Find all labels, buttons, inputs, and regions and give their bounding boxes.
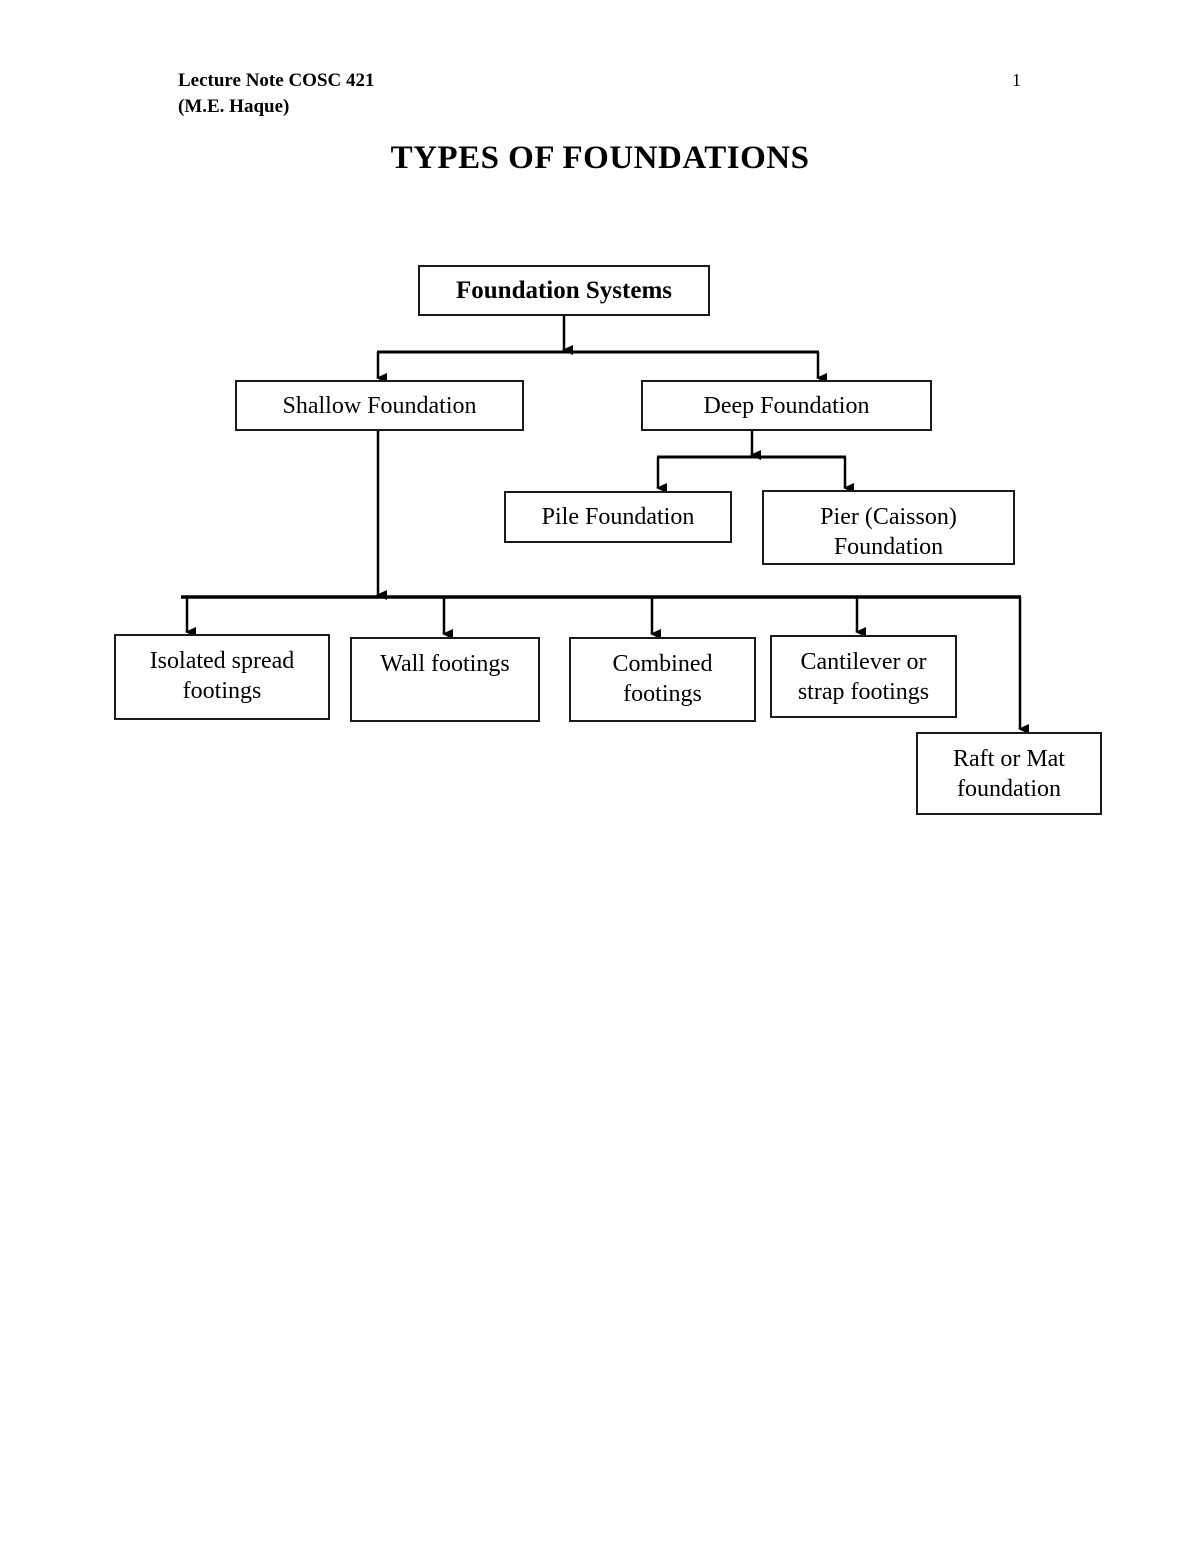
header-course-line: Lecture Note COSC 421 bbox=[178, 70, 375, 91]
node-shallow-foundation[interactable]: Shallow Foundation bbox=[235, 380, 524, 431]
node-combined-footings[interactable]: Combined footings bbox=[569, 637, 756, 722]
node-label-line1: Pier (Caisson) bbox=[820, 504, 957, 530]
node-label-line1: Cantilever or bbox=[800, 649, 927, 675]
page-title: TYPES OF FOUNDATIONS bbox=[390, 140, 810, 176]
node-label: Foundation Systems bbox=[455, 276, 672, 304]
node-label-line2: strap footings bbox=[797, 679, 930, 705]
node-label: Shallow Foundation bbox=[282, 392, 477, 419]
node-label: Wall footings bbox=[380, 651, 510, 677]
node-pier-caisson-foundation[interactable]: Pier (Caisson) Foundation bbox=[762, 490, 1015, 565]
node-label-line2: foundation bbox=[957, 776, 1061, 802]
page-number: 1 bbox=[1012, 70, 1021, 90]
node-label-line2: footings bbox=[182, 678, 262, 704]
node-cantilever-strap-footings[interactable]: Cantilever or strap footings bbox=[770, 635, 957, 718]
node-label-line2: Foundation bbox=[833, 534, 944, 560]
node-label: Deep Foundation bbox=[703, 392, 870, 419]
node-label: Pile Foundation bbox=[541, 504, 695, 530]
node-foundation-systems[interactable]: Foundation Systems bbox=[418, 265, 710, 316]
node-label-line1: Isolated spread bbox=[149, 648, 295, 674]
node-wall-footings[interactable]: Wall footings bbox=[350, 637, 540, 722]
node-deep-foundation[interactable]: Deep Foundation bbox=[641, 380, 932, 431]
document-header: Lecture Note COSC 421 (M.E. Haque) bbox=[178, 68, 374, 120]
header-author-line: (M.E. Haque) bbox=[178, 96, 290, 117]
node-isolated-spread-footings[interactable]: Isolated spread footings bbox=[114, 634, 330, 720]
node-pile-foundation[interactable]: Pile Foundation bbox=[504, 491, 732, 543]
node-label-line1: Raft or Mat bbox=[953, 746, 1065, 772]
node-raft-mat-foundation[interactable]: Raft or Mat foundation bbox=[916, 732, 1102, 815]
node-label-line1: Combined bbox=[612, 651, 713, 677]
node-label-line2: footings bbox=[623, 681, 702, 707]
